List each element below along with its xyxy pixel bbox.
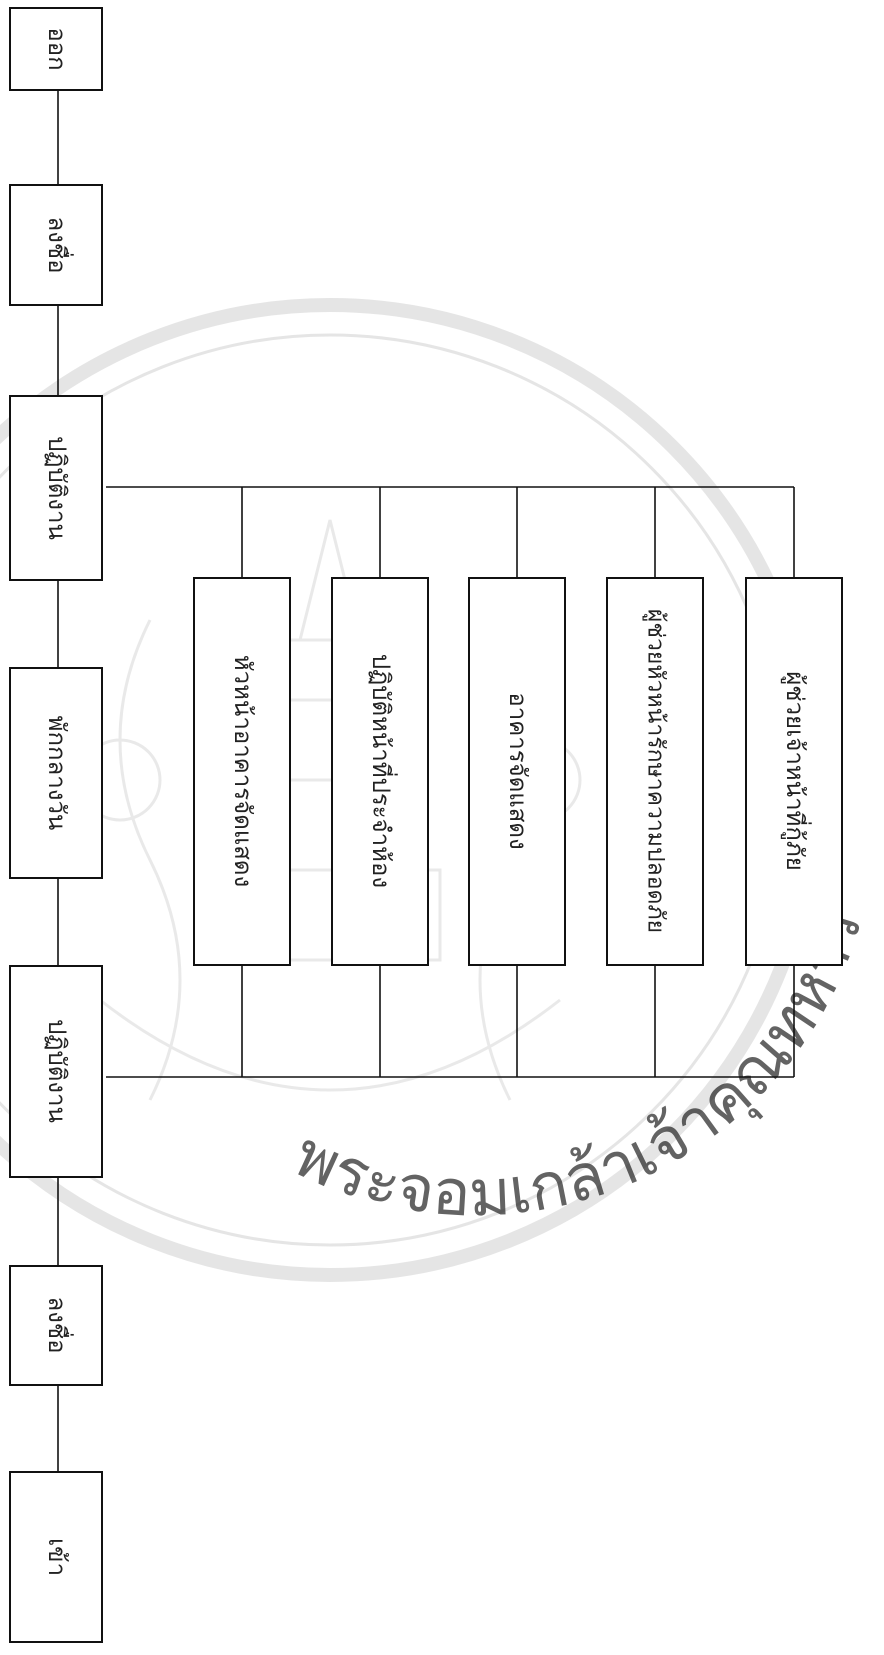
svg-text:ออก: ออก xyxy=(43,27,71,70)
task-box-assistant-security-head: ผู้ช่วยหัวหน้ารักษาความปลอดภัย xyxy=(607,578,703,965)
task-box-room-duty: ปฏิบัติหน้าที่ประจำห้อง xyxy=(332,578,428,965)
svg-text:หัวหน้าอาคารจัดแสดง: หัวหน้าอาคารจัดแสดง xyxy=(229,655,257,887)
svg-text:ลงชื่อ: ลงชื่อ xyxy=(43,216,74,273)
flow-box-sign-out: ลงชื่อ xyxy=(10,185,102,305)
flow-box-work-morning: ปฏิบัติงาน xyxy=(10,966,102,1177)
svg-text:ปฏิบัติงาน: ปฏิบัติงาน xyxy=(43,436,71,540)
flow-box-sign-in: ลงชื่อ xyxy=(10,1266,102,1385)
svg-text:ผู้ช่วยหัวหน้ารักษาความปลอดภัย: ผู้ช่วยหัวหน้ารักษาความปลอดภัย xyxy=(643,609,669,933)
svg-text:ผู้ช่วยเจ้าหน้าที่กู้ภัย: ผู้ช่วยเจ้าหน้าที่กู้ภัย xyxy=(780,671,812,871)
svg-text:พักกลางวัน: พักกลางวัน xyxy=(43,716,71,831)
svg-text:อาคารจัดแสดง: อาคารจัดแสดง xyxy=(504,692,532,849)
flow-box-lunch-break: พักกลางวัน xyxy=(10,668,102,878)
task-box-assistant-rescue-officer: ผู้ช่วยเจ้าหน้าที่กู้ภัย xyxy=(746,578,842,965)
svg-text:เข้า: เข้า xyxy=(43,1538,71,1576)
svg-text:ปฏิบัติงาน: ปฏิบัติงาน xyxy=(43,1019,71,1123)
flow-box-work-afternoon: ปฏิบัติงาน xyxy=(10,396,102,580)
task-box-head-of-exhibition: หัวหน้าอาคารจัดแสดง xyxy=(194,578,290,965)
svg-text:ปฏิบัติหน้าที่ประจำห้อง: ปฏิบัติหน้าที่ประจำห้อง xyxy=(367,654,398,888)
flow-box-exit: ออก xyxy=(10,8,102,90)
svg-text:ลงชื่อ: ลงชื่อ xyxy=(43,1296,74,1353)
task-box-exhibition-building: อาคารจัดแสดง xyxy=(469,578,565,965)
flow-box-enter: เข้า xyxy=(10,1472,102,1642)
